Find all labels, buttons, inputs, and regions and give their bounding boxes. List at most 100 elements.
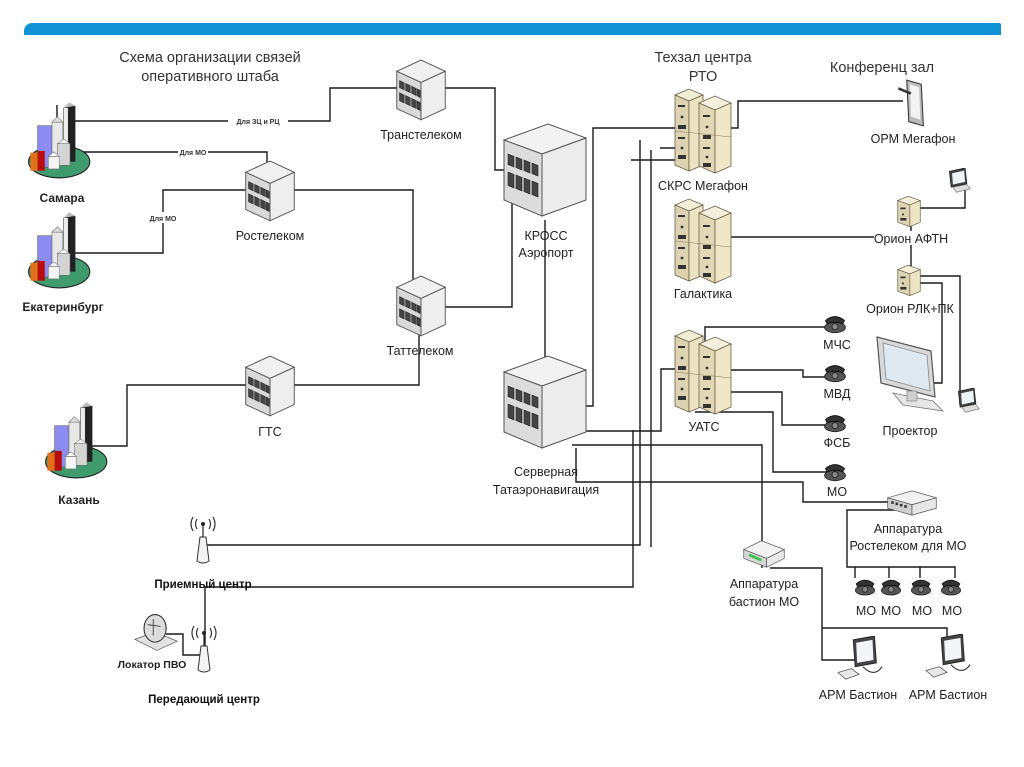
node-label-line1: Серверная [514, 465, 578, 479]
bastion-device-icon [742, 539, 786, 569]
server-rack-icon [674, 329, 732, 415]
phone-icon [854, 579, 876, 596]
wire-aftn-monitor [911, 190, 966, 209]
node-label: Проектор [883, 424, 938, 438]
node-label-line1: Аппаратура [730, 577, 798, 591]
node-label: Орион АФТН [874, 232, 948, 246]
node-phone-mo: МО [824, 464, 847, 499]
node-label-line1: КРОСС [524, 229, 567, 243]
node-label: ФСБ [824, 436, 851, 450]
diagram-title-line2: оперативного штаба [141, 69, 280, 85]
wire-uats-mvd [700, 369, 829, 378]
monitor-icon [876, 336, 944, 412]
building-icon [503, 123, 587, 217]
phone-icon [824, 464, 846, 482]
phone-icon [940, 579, 962, 596]
node-tattelecom: Таттелеком [387, 275, 454, 358]
node-label: Самара [40, 191, 85, 205]
node-phone-fsb: ФСБ [824, 415, 851, 450]
building-icon [245, 355, 295, 417]
node-galaktika: Галактика [674, 198, 732, 301]
node-kross-airport: КРОСС Аэропорт [503, 123, 587, 260]
wire-receiver [207, 140, 641, 546]
wire-server-rtequip [575, 448, 893, 503]
node-skrs-megafon: СКРС Мегафон [658, 88, 748, 193]
node-label: СКРС Мегафон [658, 179, 748, 193]
monitor-rlk [958, 388, 980, 413]
server-rack-icon [674, 198, 732, 284]
mo-phone-label: МО [856, 604, 876, 618]
monitor-icon [949, 168, 971, 193]
node-label: АРМ Бастион [819, 688, 897, 702]
node-orion-rlk: Орион РЛК+ПК [866, 264, 955, 316]
node-ekaterinburg: Екатеринбург [22, 211, 104, 314]
node-label: УАТС [688, 420, 719, 434]
node-label: Передающий центр [148, 694, 260, 706]
mo-phone-group: МО МО МО МО [854, 579, 962, 618]
city-icon [28, 211, 91, 289]
switch-icon [887, 490, 937, 516]
node-gts: ГТС [245, 355, 295, 439]
node-arm-bastion-2: АРМ Бастион [909, 634, 987, 702]
wire-kazan-gts [82, 310, 420, 447]
server-rack-icon [674, 88, 732, 174]
city-icon [28, 101, 91, 179]
node-label: Ростелеком [236, 229, 305, 243]
wire-rtequip-phones [846, 509, 956, 578]
svg-text:Для МО: Для МО [150, 216, 177, 223]
node-orm-megafon: ОРМ Мегафон [871, 78, 956, 146]
building-icon [396, 59, 446, 121]
rto-hall-title-line2: РТО [689, 69, 718, 85]
server-icon [897, 195, 921, 228]
node-label-line2: бастион МО [729, 595, 800, 609]
node-transtelecom: Транстелеком [380, 59, 462, 142]
node-label-line2: Аэропорт [518, 246, 573, 260]
wire-server-bastion [572, 444, 763, 568]
node-label: ОРМ Мегафон [871, 132, 956, 146]
city-icon [45, 401, 108, 479]
phone-icon [824, 316, 846, 334]
node-label: АРМ Бастион [909, 688, 987, 702]
node-label: МЧС [823, 338, 851, 352]
node-bastion-equipment: Аппаратура бастион МО [729, 539, 800, 609]
wire-rlk-monitor2 [911, 275, 961, 405]
link-label-samara-rostelecom: Для МО [178, 146, 208, 157]
node-samara: Самара [28, 101, 91, 205]
workstation-icon [925, 634, 971, 678]
server-icon [897, 264, 921, 297]
slide-header-bar [24, 23, 1001, 35]
phone-icon [880, 579, 902, 596]
monitor-icon [958, 388, 980, 413]
phone-icon [910, 579, 932, 596]
workstation-icon [837, 636, 883, 680]
node-receiving-center: Приемный центр [154, 516, 252, 591]
mo-phone-label: МО [912, 604, 932, 618]
node-label: Екатеринбург [22, 300, 103, 314]
node-air-defense-locator: Локатор ПВО [118, 613, 186, 671]
rto-hall-title-line1: Техзал центра [654, 50, 752, 66]
mo-phone-label: МО [881, 604, 901, 618]
wire-locator-tx [166, 633, 200, 656]
node-label-line1: Аппаратура [874, 522, 942, 536]
diagram-title-line1: Схема организации связей [119, 50, 301, 66]
wire-uats-fsb [697, 391, 829, 426]
building-icon [396, 275, 446, 337]
link-label-ekb-rostelecom: Для МО [147, 212, 179, 223]
node-uats: УАТС [674, 329, 732, 434]
antenna-icon [190, 516, 216, 564]
tablet-icon [898, 78, 925, 128]
wire-tattelecom-kross [419, 186, 513, 308]
node-label-line2: Татаэронавигация [493, 483, 599, 497]
node-kazan: Казань [45, 401, 108, 507]
node-rostelecom-equipment: Аппаратура Ростелеком для МО [850, 490, 967, 553]
monitor-aftn [949, 168, 971, 193]
node-label: Приемный центр [154, 579, 251, 591]
node-rostelecom: Ростелеком [236, 160, 305, 243]
node-label: МО [827, 485, 847, 499]
node-phone-mchs: МЧС [823, 316, 851, 352]
svg-text:Для МО: Для МО [180, 150, 207, 157]
building-icon [503, 355, 587, 449]
radar-icon [134, 613, 178, 651]
node-label: Галактика [674, 287, 732, 301]
